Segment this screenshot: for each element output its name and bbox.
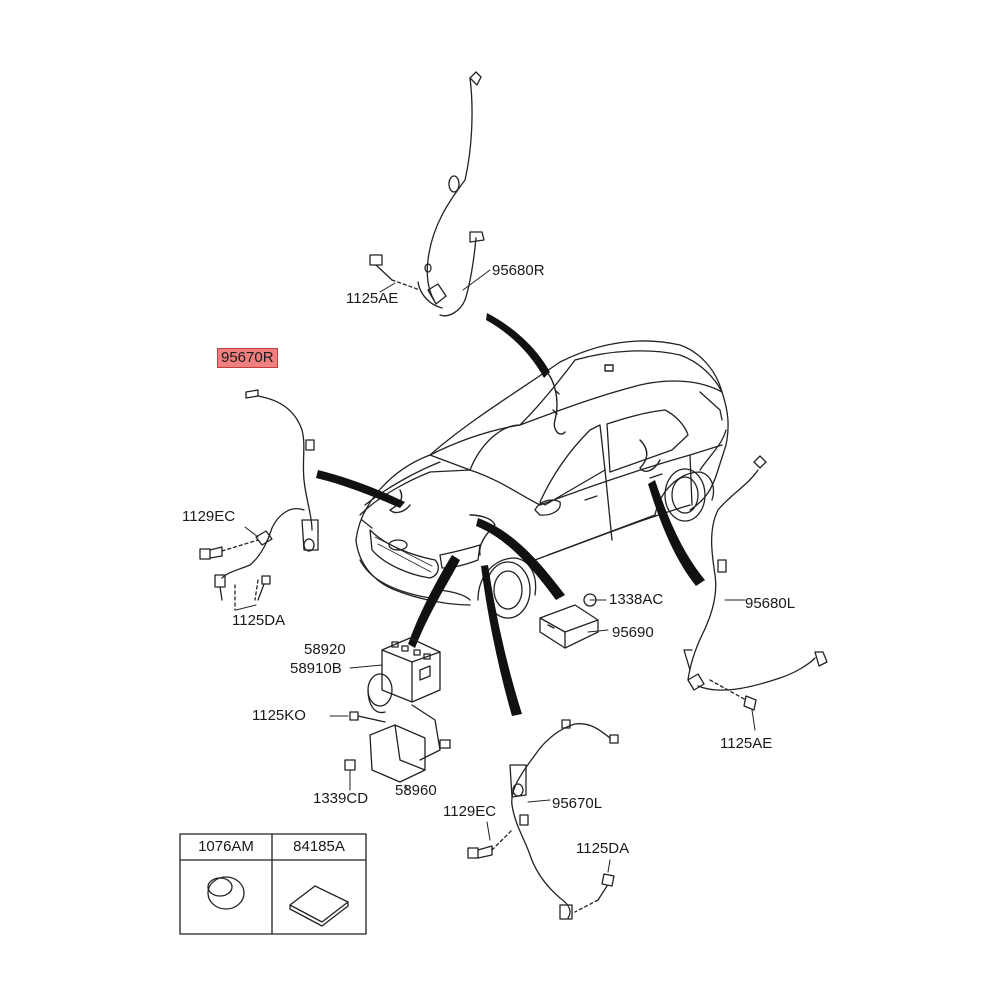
callout-95670R[interactable]: 95670R	[217, 348, 278, 368]
legend-header-1076AM[interactable]: 1076AM	[198, 838, 254, 855]
bolt-1125KO[interactable]	[329, 711, 386, 723]
sensor-module-95690[interactable]	[539, 593, 609, 649]
callout-58920[interactable]: 58920	[304, 641, 346, 658]
callout-1125AE-right[interactable]: 1125AE	[720, 735, 773, 752]
bolt-1125AE-right[interactable]	[709, 679, 757, 731]
legend-table	[179, 833, 367, 935]
callout-1125DA-bottom[interactable]: 1125DA	[576, 840, 630, 857]
callout-1338AC[interactable]: 1338AC	[609, 591, 664, 608]
sensor-95680R[interactable]	[417, 71, 491, 317]
callout-1125DA-left[interactable]: 1125DA	[232, 612, 286, 629]
bolt-1125DA-bottom[interactable]	[574, 859, 615, 913]
bolt-1125DA-left[interactable]	[234, 575, 271, 611]
callout-95680R[interactable]: 95680R	[492, 262, 545, 279]
abs-bracket-58960[interactable]	[369, 704, 451, 791]
callout-1125KO[interactable]: 1125KO	[252, 707, 306, 724]
abs-hydraulic-unit[interactable]	[349, 637, 441, 714]
sensor-95680L[interactable]	[683, 455, 828, 691]
bolt-1125AE-top[interactable]	[369, 254, 421, 293]
callout-58960[interactable]: 58960	[395, 782, 437, 799]
sensor-95670L[interactable]	[509, 719, 619, 920]
legend-header-84185A[interactable]: 84185A	[293, 838, 345, 855]
bolt-1129EC-left[interactable]	[199, 526, 259, 560]
pad-icon	[289, 885, 349, 923]
callout-95670L[interactable]: 95670L	[552, 795, 603, 812]
plug-icon	[207, 876, 245, 910]
callout-1129EC-left[interactable]: 1129EC	[182, 508, 236, 525]
sensor-95670R[interactable]	[214, 389, 319, 601]
callout-1339CD[interactable]: 1339CD	[313, 790, 369, 807]
bolt-1129EC-bottom[interactable]	[467, 821, 513, 859]
callout-95690[interactable]: 95690	[612, 624, 654, 641]
callout-1129EC-bottom[interactable]: 1129EC	[443, 803, 497, 820]
callout-1125AE-top[interactable]: 1125AE	[346, 290, 399, 307]
nut-1339CD[interactable]	[344, 759, 356, 791]
callout-95680L[interactable]: 95680L	[745, 595, 796, 612]
callout-58910B[interactable]: 58910B	[290, 660, 342, 677]
